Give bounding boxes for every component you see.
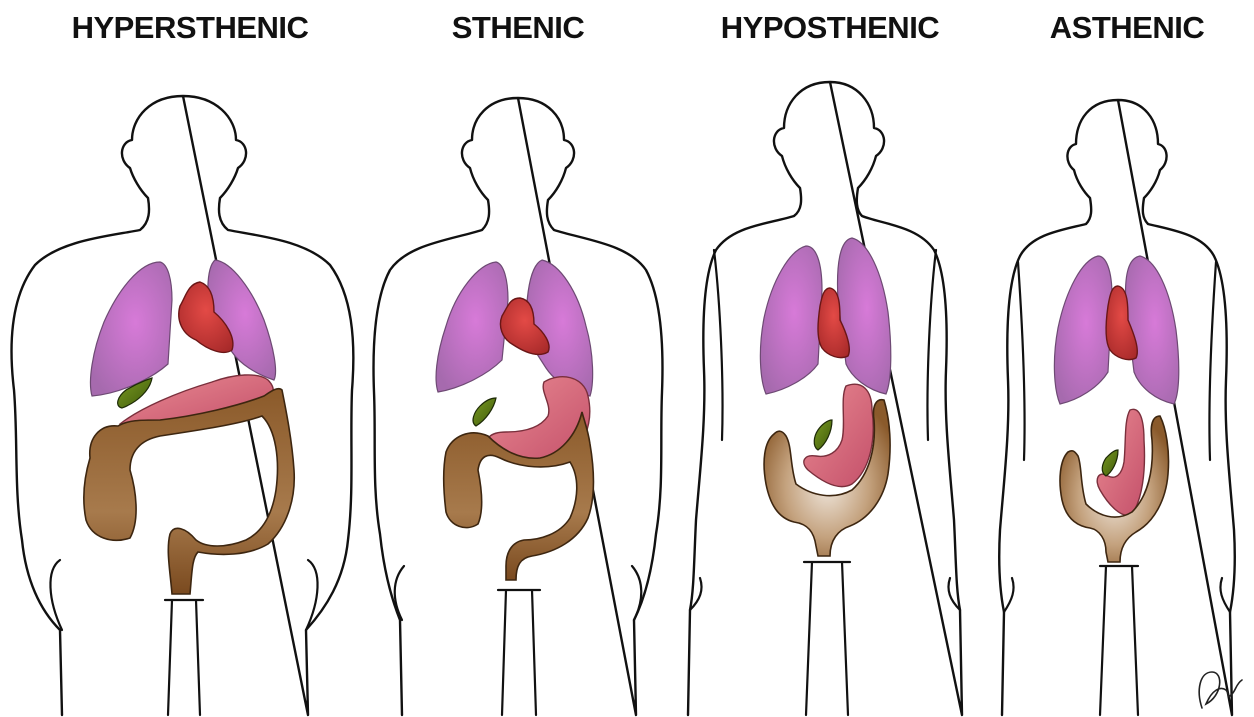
- body-outline-sthenic: [374, 98, 663, 715]
- artist-signature: [1199, 672, 1242, 708]
- gallbladder-sthenic: [473, 398, 496, 426]
- leg-line-asthenic: [1100, 566, 1138, 715]
- figure-asthenic: [999, 100, 1235, 715]
- stomach-hyposthenic: [804, 384, 873, 486]
- gallbladder-hyposthenic: [814, 420, 832, 450]
- leg-line-hyposthenic: [804, 562, 850, 715]
- body-outline-hyposthenic: [688, 82, 962, 715]
- figure-hypersthenic: [12, 96, 354, 715]
- leg-line-hypersthenic: [165, 600, 203, 715]
- figure-sthenic: [374, 98, 663, 715]
- figure-hyposthenic: [688, 82, 962, 715]
- leg-line-sthenic: [498, 590, 540, 715]
- body-outline-asthenic: [999, 100, 1235, 715]
- gallbladder-asthenic: [1102, 450, 1118, 476]
